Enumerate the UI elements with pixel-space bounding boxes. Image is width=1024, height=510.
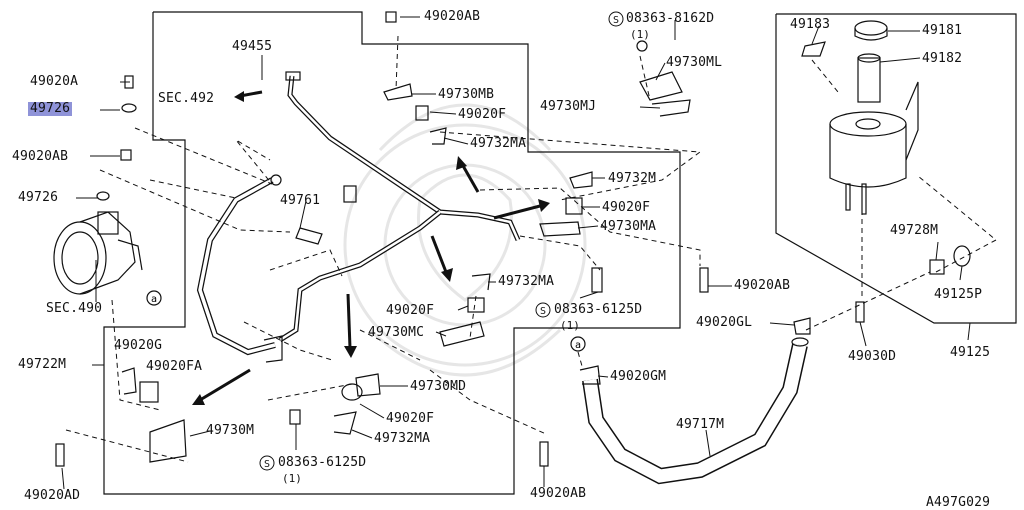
- label-49761: 49761: [280, 193, 321, 208]
- label-49730MD: 49730MD: [410, 379, 467, 394]
- label-49020F-b: 49020F: [602, 200, 651, 215]
- ref-marker-a-1: a: [146, 290, 162, 306]
- s-symbol-3: S: [264, 459, 270, 470]
- arrows: [192, 90, 550, 405]
- label-49726: 49726: [18, 190, 59, 205]
- label-49020GM: 49020GM: [610, 369, 667, 384]
- qty-08363-6125D-b: (1): [282, 472, 302, 485]
- label-sec-490: SEC.490: [46, 301, 103, 316]
- leader-lines: [61, 16, 971, 490]
- label-49020AB-right: 49020AB: [734, 278, 791, 293]
- label-49125P: 49125P: [934, 287, 983, 302]
- label-49730ML: 49730ML: [666, 55, 723, 70]
- label-49730MJ: 49730MJ: [540, 99, 597, 114]
- label-49730MB: 49730MB: [438, 87, 495, 102]
- label-49722M: 49722M: [18, 357, 67, 372]
- label-49020F-d: 49020F: [386, 411, 435, 426]
- reservoir-outline: [775, 13, 1017, 324]
- qty-08363-6125D-a: (1): [560, 319, 580, 332]
- s-symbol-2: S: [540, 306, 546, 317]
- label-49730MA: 49730MA: [600, 219, 657, 234]
- label-49732M: 49732M: [608, 171, 657, 186]
- label-49728M: 49728M: [890, 223, 939, 238]
- svg-text:a: a: [575, 340, 581, 351]
- label-49020F-c: 49020F: [386, 303, 435, 318]
- pump-drawing: [53, 211, 143, 295]
- label-08363-8162D: 08363-8162D: [626, 11, 715, 26]
- label-49020GL: 49020GL: [696, 315, 753, 330]
- return-hose: [582, 337, 809, 485]
- label-sec-492: SEC.492: [158, 91, 215, 106]
- small-parts: [55, 11, 971, 467]
- diagram-code: A497G029: [926, 495, 991, 510]
- label-49183: 49183: [790, 17, 831, 32]
- section-outline: [103, 11, 681, 495]
- label-49732MA-a: 49732MA: [470, 136, 527, 151]
- label-49020AB-top: 49020AB: [424, 9, 481, 24]
- label-08363-6125D-a: 08363-6125D: [554, 302, 643, 317]
- ref-marker-a-2: a: [570, 336, 586, 352]
- label-49717M: 49717M: [676, 417, 725, 432]
- label-49020AB-bottom: 49020AB: [530, 486, 587, 501]
- label-49125: 49125: [950, 345, 991, 360]
- label-49020FA: 49020FA: [146, 359, 203, 374]
- pressure-hose: [196, 71, 521, 356]
- label-49020G: 49020G: [114, 338, 163, 353]
- s-symbol-1: S: [613, 15, 619, 26]
- label-49732MA-c: 49732MA: [374, 431, 431, 446]
- label-49182: 49182: [922, 51, 963, 66]
- svg-text:a: a: [151, 294, 157, 305]
- label-49020AB-left: 49020AB: [12, 149, 69, 164]
- label-49730MC: 49730MC: [368, 325, 425, 340]
- label-49020A: 49020A: [30, 74, 79, 89]
- qty-08363-8162D: (1): [630, 28, 650, 41]
- reservoir-drawing: [801, 20, 919, 215]
- label-49030D: 49030D: [848, 349, 897, 364]
- dashed-leaders: [65, 35, 997, 463]
- label-08363-6125D-b: 08363-6125D: [278, 455, 367, 470]
- s-symbols: [259, 11, 624, 471]
- label-49726-highlighted: 49726: [28, 101, 73, 116]
- label-49455: 49455: [232, 39, 273, 54]
- label-49020AD: 49020AD: [24, 488, 81, 503]
- label-49181: 49181: [922, 23, 963, 38]
- label-49730M: 49730M: [206, 423, 255, 438]
- label-49020F-a: 49020F: [458, 107, 507, 122]
- label-49732MA-b: 49732MA: [498, 274, 555, 289]
